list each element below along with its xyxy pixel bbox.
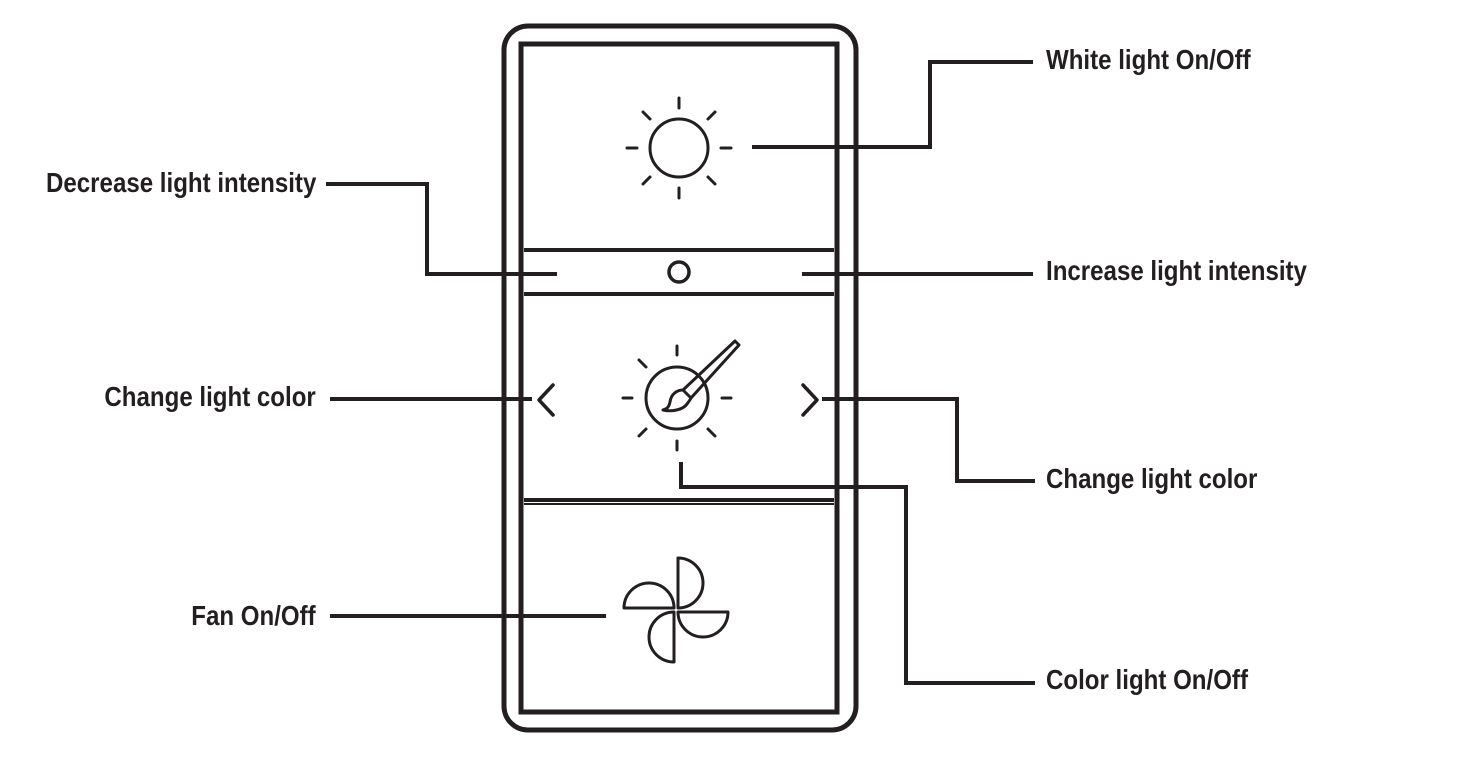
leader-white-light [752, 60, 1033, 149]
label-fan: Fan On/Off [191, 600, 316, 631]
label-change-color-right: Change light color [1046, 463, 1258, 494]
leader-decrease-intensity [326, 182, 557, 276]
label-decrease-intensity: Decrease light intensity [45, 167, 316, 198]
remote-inner-panel [518, 41, 840, 715]
leader-change-color-right [822, 397, 1035, 483]
label-increase-intensity: Increase light intensity [1046, 255, 1307, 286]
circle-indicator-icon [667, 260, 691, 284]
sun-with-paintbrush-icon [621, 339, 741, 452]
leader-color-light [679, 462, 1035, 685]
label-change-color-left: Change light color [104, 381, 316, 412]
chevron-left-icon[interactable] [537, 383, 555, 417]
fan-icon[interactable] [622, 556, 730, 664]
leader-lines [326, 60, 1035, 685]
remote-outer-body [501, 23, 859, 733]
sun-icon [625, 96, 733, 200]
label-white-light: White light On/Off [1046, 44, 1251, 75]
chevron-right-icon[interactable] [801, 383, 819, 417]
label-color-light: Color light On/Off [1046, 664, 1248, 695]
